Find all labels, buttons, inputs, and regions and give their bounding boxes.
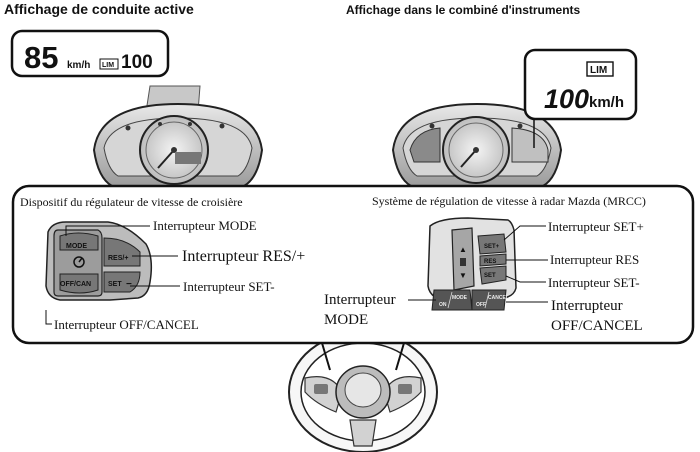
cluster-limit: 100 <box>544 84 589 114</box>
hud-lim-badge: LIM <box>102 62 114 69</box>
set-minus-sign: − <box>126 279 132 290</box>
label-set-switch: Interrupteur SET- <box>183 279 275 294</box>
active-driving-display: 85 km/h LIM 100 <box>10 29 170 78</box>
switch-panel <box>11 184 695 345</box>
label-set-plus-switch: Interrupteur SET+ <box>548 219 644 234</box>
res-plus-button-label[interactable]: RES/+ <box>108 255 128 262</box>
cruise-switch-cluster: MODE RES/+ SET − OFF/CAN <box>45 221 153 301</box>
cruise-icon <box>73 256 85 268</box>
right-panel-title: Système de régulation de vitesse à radar… <box>372 194 646 208</box>
mode-on-button-top[interactable]: MODE <box>452 295 468 301</box>
set-minus-button-label[interactable]: SET <box>108 281 122 288</box>
hud-limit: 100 <box>121 52 153 73</box>
cluster-unit: km/h <box>589 94 624 111</box>
steering-wheel <box>288 331 438 452</box>
label-res-switch-mrcc: Interrupteur RES <box>550 252 639 267</box>
distance-icon <box>460 258 466 266</box>
left-panel-title: Dispositif du régulateur de vitesse de c… <box>20 195 243 209</box>
active-driving-display-cluster <box>92 85 264 187</box>
right-leader-lines <box>408 225 548 303</box>
hud-speed: 85 <box>24 40 58 75</box>
distance-up-icon: ▲ <box>459 245 467 254</box>
set-minus-button-label[interactable]: SET <box>484 273 496 279</box>
off-cancel-button-label[interactable]: OFF/CAN <box>60 281 91 288</box>
label-off-cancel-mrcc-line1: Interrupteur <box>551 298 623 314</box>
mrcc-switch-cluster: ▲ ▼ SET+ RES SET MODE ON CANCEL OFF <box>427 217 517 311</box>
cluster-lim-badge: LIM <box>590 65 607 76</box>
label-mode-switch: Interrupteur MODE <box>153 218 257 233</box>
instrument-cluster <box>391 102 563 187</box>
label-mode-switch-mrcc-line2: MODE <box>324 312 368 328</box>
cluster-lim-badge-frame <box>586 61 614 77</box>
distance-down-icon: ▼ <box>459 271 467 280</box>
label-off-cancel-switch: Interrupteur OFF/CANCEL <box>54 317 199 332</box>
label-res-switch: Interrupteur RES/+ <box>182 248 305 265</box>
mode-on-button-bottom[interactable]: ON <box>439 302 447 308</box>
set-plus-button-label[interactable]: SET+ <box>484 244 500 250</box>
label-off-cancel-mrcc-line2: OFF/CANCEL <box>551 318 643 334</box>
res-button-label[interactable]: RES <box>484 259 496 265</box>
cluster-speed-limit-display: LIM 100 km/h <box>523 48 638 121</box>
mode-button-label[interactable]: MODE <box>66 243 87 250</box>
label-mode-switch-mrcc-line1: Interrupteur <box>324 292 396 308</box>
header-active-display: Affichage de conduite active <box>4 1 194 17</box>
panel-connector <box>321 342 405 371</box>
hud-unit: km/h <box>67 60 90 71</box>
cancel-off-button-top[interactable]: CANCEL <box>488 295 509 301</box>
label-set-minus-switch-mrcc: Interrupteur SET- <box>548 275 640 290</box>
header-cluster-display: Affichage dans le combiné d'instruments <box>346 3 581 17</box>
hud-lim-badge-frame <box>99 58 119 70</box>
left-leader-lines <box>45 225 180 325</box>
cancel-off-button-bottom[interactable]: OFF <box>476 302 486 308</box>
